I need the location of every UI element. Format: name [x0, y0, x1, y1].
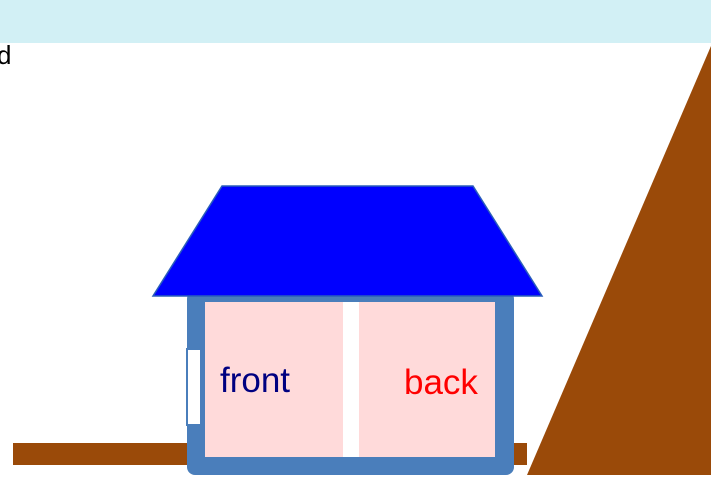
front-door — [187, 349, 201, 425]
house-roof — [153, 186, 542, 296]
top-banner — [0, 0, 711, 43]
banner-partial-text: d — [0, 40, 11, 70]
back-room-label: back — [404, 363, 478, 402]
hill-slope — [527, 46, 711, 475]
front-room-label: front — [220, 361, 290, 400]
interior-wall-divider — [343, 302, 359, 457]
